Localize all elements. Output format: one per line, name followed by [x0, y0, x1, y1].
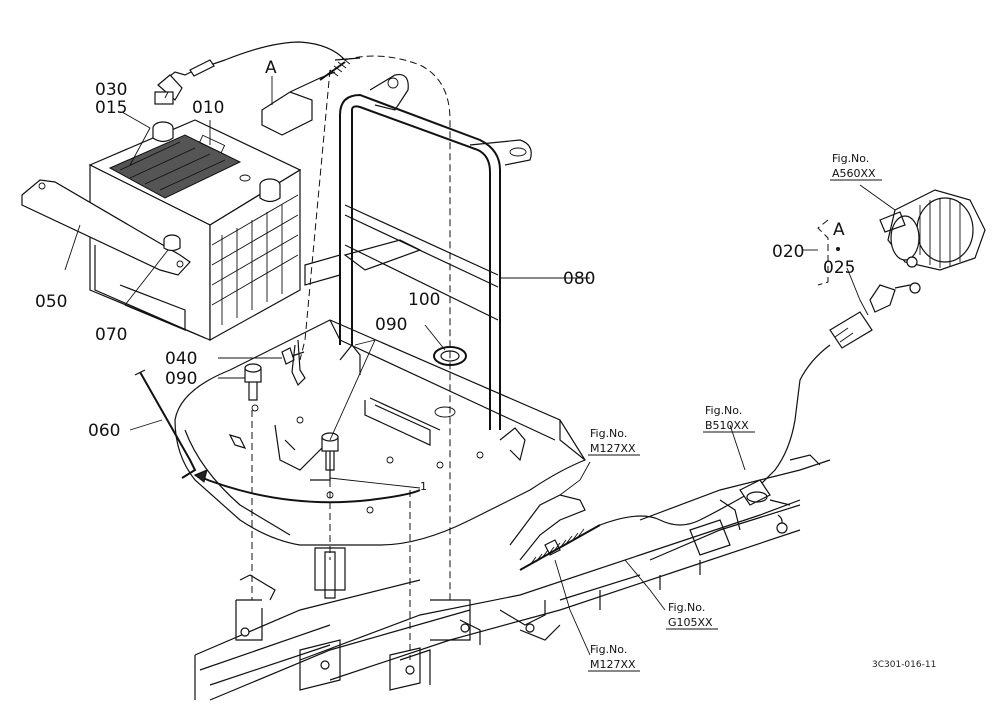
- figure-references: Fig.No. A560XX Fig.No. B510XX Fig.No. M1…: [588, 152, 882, 672]
- battery-tray: [174, 319, 586, 660]
- label-030: 030: [95, 80, 127, 100]
- ref-g105-code: G105XX: [668, 616, 713, 629]
- positive-cable-top: [261, 57, 361, 387]
- label-060: 060: [88, 421, 120, 441]
- ref-a560-code: A560XX: [832, 167, 876, 180]
- ref-b510-code: B510XX: [705, 419, 749, 432]
- chassis-frame: [194, 459, 831, 701]
- ref-m127-upper-title: Fig.No.: [590, 427, 627, 440]
- label-090-upper: 090: [375, 315, 407, 335]
- ref-m127-lower-title: Fig.No.: [590, 643, 627, 656]
- bracket-020: [817, 219, 829, 286]
- label-025: 025: [823, 258, 855, 278]
- battery-frame-080: [304, 73, 532, 430]
- label-a-top: A: [265, 58, 277, 78]
- ref-a560-title: Fig.No.: [832, 152, 869, 165]
- spring-rod-m127: [509, 494, 701, 571]
- rod-060: [134, 369, 197, 479]
- label-1: 1: [420, 480, 427, 493]
- label-040: 040: [165, 349, 197, 369]
- ref-b510-title: Fig.No.: [705, 404, 742, 417]
- label-070: 070: [95, 325, 127, 345]
- label-020: 020: [772, 242, 804, 262]
- label-010: 010: [192, 98, 224, 118]
- bolt-040: [281, 347, 305, 365]
- nut-070: [163, 234, 181, 252]
- bolt-090-upper: [321, 432, 339, 471]
- starter-cable-025: [699, 282, 921, 521]
- label-090-lower: 090: [165, 369, 197, 389]
- part-labels: 030 015 010 A 050 070 080 100 090 040 09…: [35, 58, 855, 493]
- battery-stay-050: [21, 179, 191, 331]
- label-a-right: A: [833, 220, 845, 240]
- bolt-090-lower: [244, 363, 262, 401]
- label-100: 100: [408, 290, 440, 310]
- label-080: 080: [563, 269, 595, 289]
- cable-clamp-b510: [719, 454, 821, 534]
- ref-g105-title: Fig.No.: [668, 601, 705, 614]
- ref-m127-lower-code: M127XX: [590, 658, 636, 671]
- leader-lines: [64, 76, 896, 656]
- negative-cable: [154, 41, 451, 600]
- ref-m127-upper-code: M127XX: [590, 442, 636, 455]
- drawing-code: 3C301-016-11: [872, 660, 936, 670]
- starter-motor: [879, 189, 986, 271]
- label-015: 015: [95, 98, 127, 118]
- label-050: 050: [35, 292, 67, 312]
